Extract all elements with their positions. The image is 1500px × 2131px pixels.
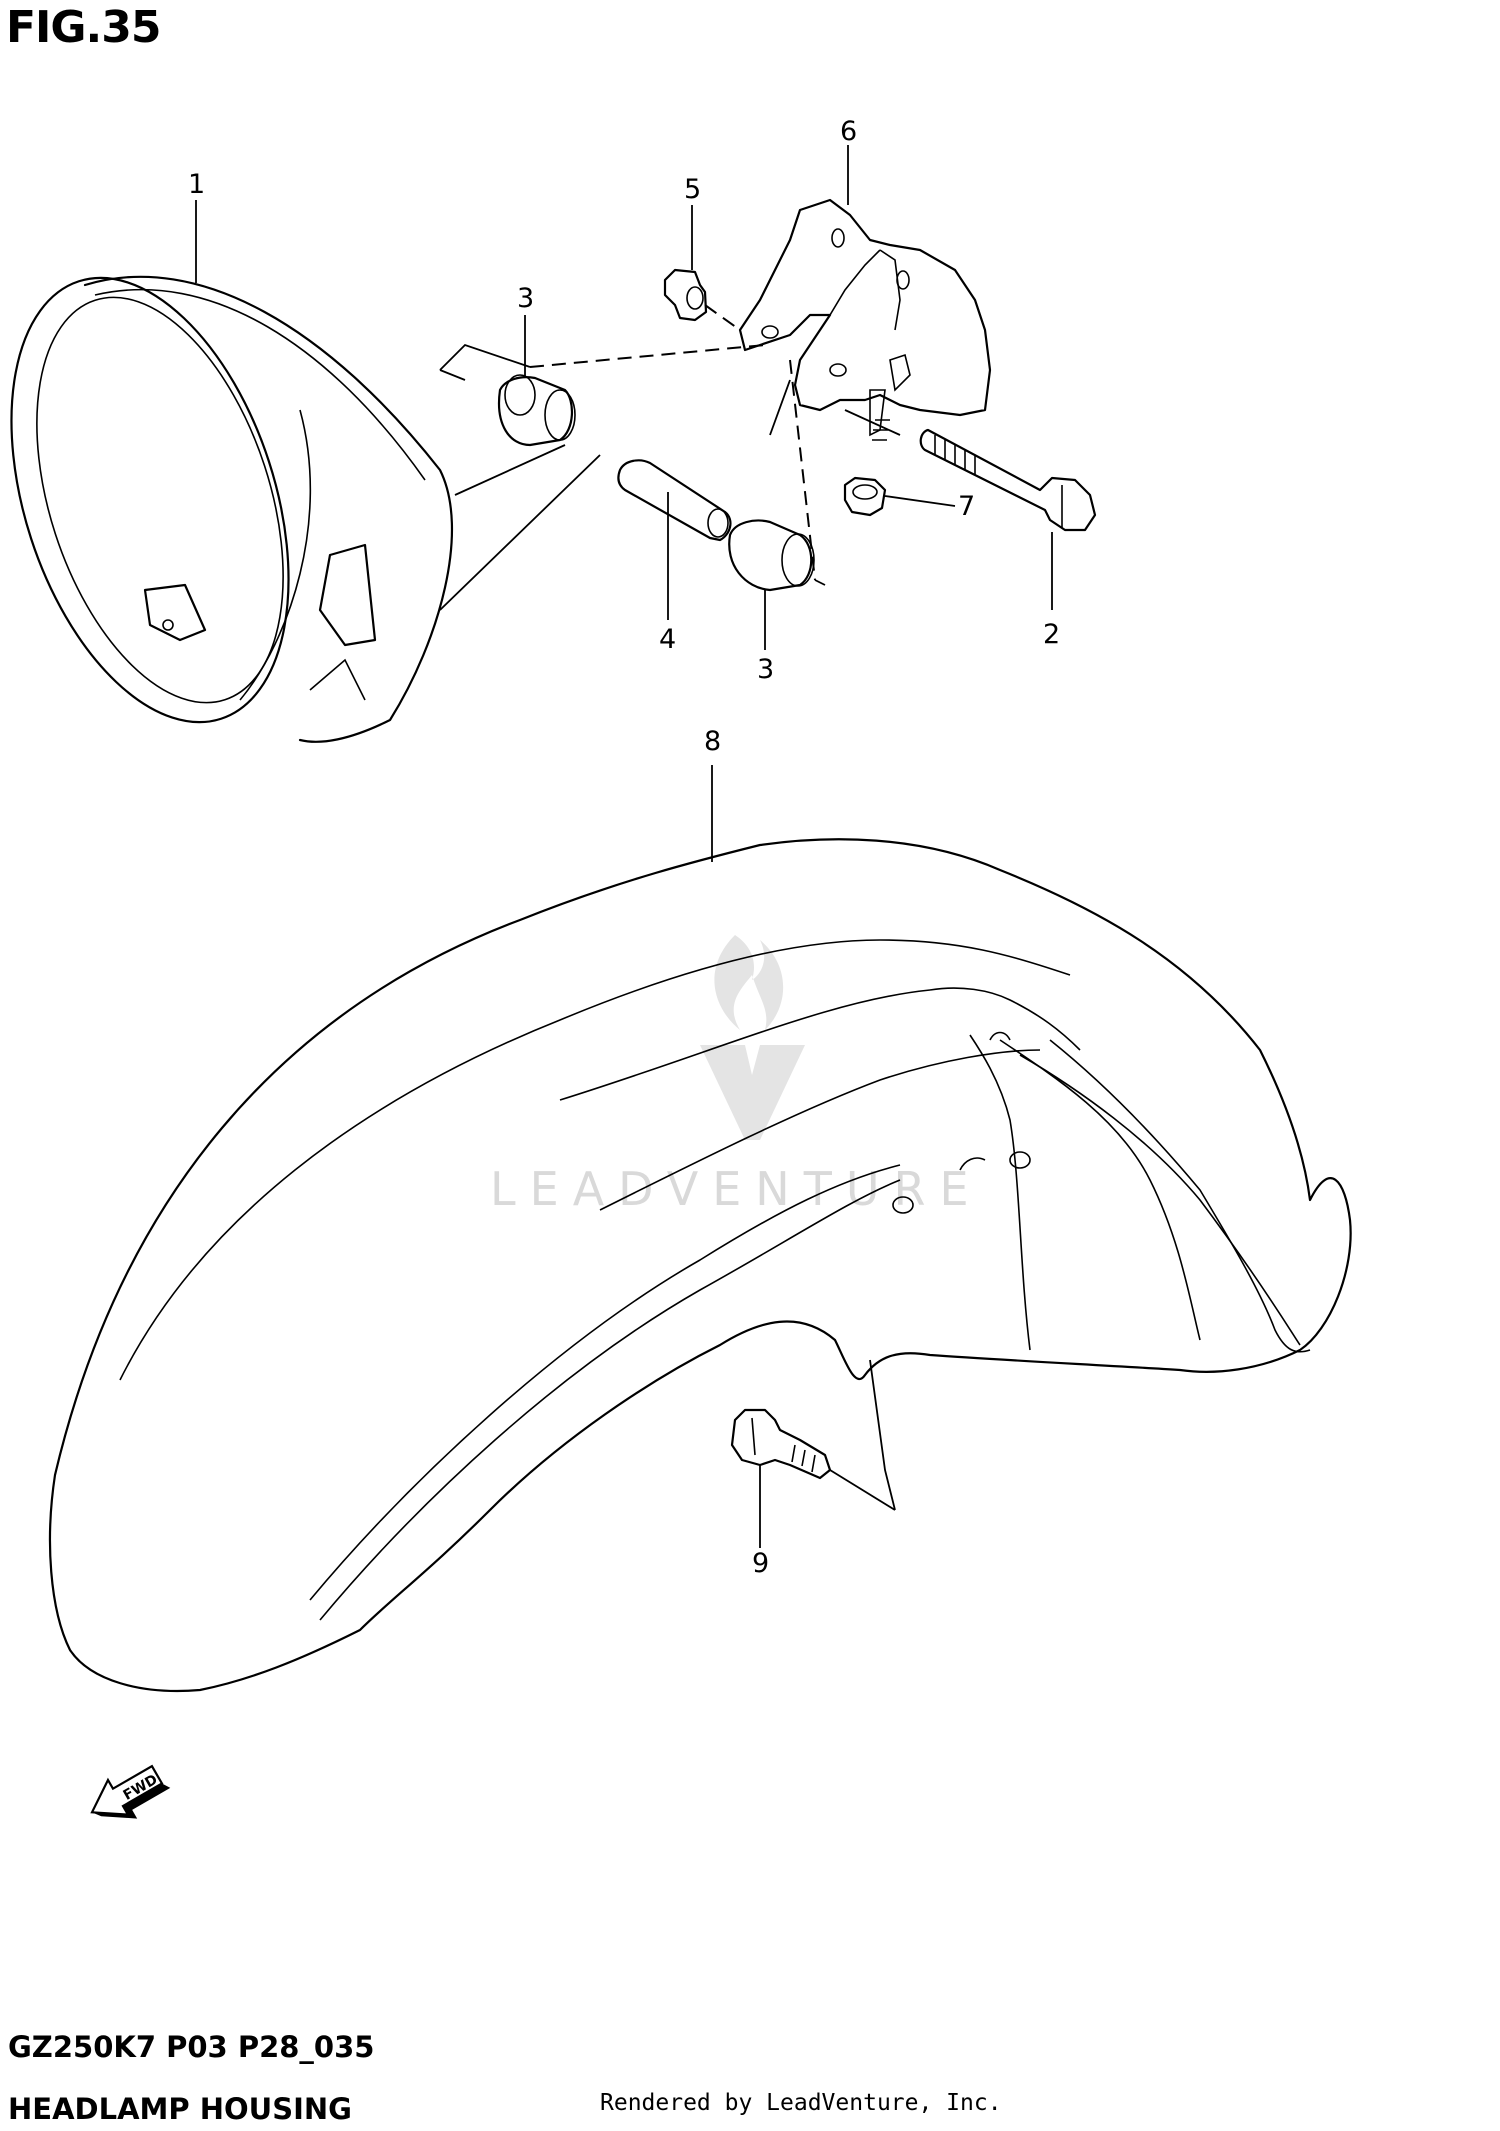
figure-title: FIG.35 <box>6 2 161 53</box>
callout-7: 7 <box>958 491 975 522</box>
callout-3-upper: 3 <box>517 283 534 314</box>
footer-code: GZ250K7 P03 P28_035 <box>8 2030 375 2064</box>
callout-9: 9 <box>752 1548 769 1579</box>
watermark-text: LEADVENTURE <box>490 1162 983 1216</box>
part-4-spacer <box>617 459 732 542</box>
callout-8: 8 <box>704 726 721 757</box>
footer-rendered-by: Rendered by LeadVenture, Inc. <box>600 2090 1002 2116</box>
part-8-front-fender <box>48 838 1352 1693</box>
callouts: 1 3 5 6 7 4 3 2 8 9 <box>188 116 1060 1579</box>
watermark: LEADVENTURE <box>490 935 983 1216</box>
part-2-bolt <box>919 428 1097 532</box>
part-7-nut <box>843 476 887 517</box>
fwd-arrow-icon: FWD <box>90 1764 171 1819</box>
footer-name: HEADLAMP HOUSING <box>8 2092 352 2126</box>
part-6-bracket <box>738 198 992 441</box>
callout-leaders <box>195 145 1053 1548</box>
callout-3-lower: 3 <box>757 654 774 685</box>
part-3-collar-lower <box>728 519 815 592</box>
callout-1: 1 <box>188 169 205 200</box>
callout-5: 5 <box>684 174 701 205</box>
flame-logo-icon <box>700 935 805 1140</box>
part-3-collar-upper <box>497 374 576 447</box>
callout-2: 2 <box>1043 619 1060 650</box>
assembly-lines <box>439 304 901 1511</box>
part-9-bolt <box>730 1408 832 1480</box>
callout-6: 6 <box>840 116 857 147</box>
part-5-nut <box>663 268 708 322</box>
callout-4: 4 <box>659 624 676 655</box>
part-1-headlamp-housing <box>10 275 454 743</box>
